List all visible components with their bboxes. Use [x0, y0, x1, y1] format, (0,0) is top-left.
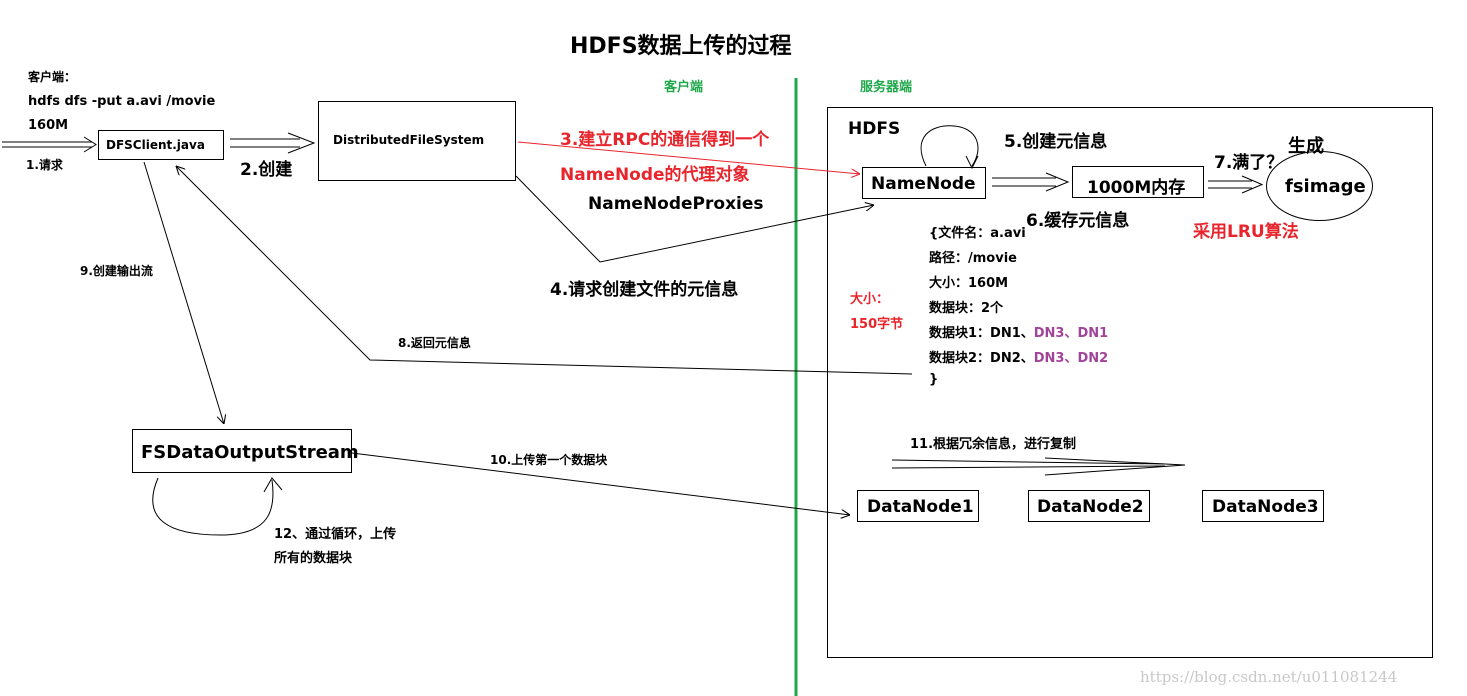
namenode-box: NameNode: [862, 167, 986, 199]
step11-label: 11.根据冗余信息，进行复制: [910, 437, 1077, 452]
meta-size: 大小：160M: [929, 276, 1009, 291]
arrow-step12-loop: [152, 477, 274, 536]
meta-block2: 数据块2：DN2、DN3、DN2: [929, 347, 1108, 366]
arrow-step2: [230, 132, 316, 154]
diagram-title: HDFS数据上传的过程: [570, 34, 792, 59]
arrow-step3-rpc: [517, 141, 860, 174]
size-note-line2: 150字节: [850, 317, 904, 332]
step3-label-line1: 3.建立RPC的通信得到一个: [560, 130, 770, 150]
step6-label: 6.缓存元信息: [1026, 211, 1130, 231]
dfsclient-label: DFSClient.java: [106, 138, 205, 152]
fsdataoutputstream-label: FSDataOutputStream: [141, 442, 359, 463]
arrow-step7: [1208, 175, 1264, 194]
size-note-line1: 大小：: [850, 292, 890, 307]
arrow-step11: [891, 457, 1186, 476]
meta-block2-replicas: DN3、DN2: [1033, 351, 1109, 366]
step9-label: 9.创建输出流: [80, 264, 153, 278]
memory-box: 1000M内存: [1072, 166, 1204, 198]
step2-label: 2.创建: [240, 160, 293, 180]
datanode1-label: DataNode1: [867, 497, 974, 517]
arrow-step9: [143, 161, 224, 424]
client-note-command: hdfs dfs -put a.avi /movie: [28, 94, 216, 109]
step10-label: 10.上传第一个数据块: [490, 453, 608, 467]
namenode-self-loop: [920, 125, 979, 167]
fsimage-label: fsimage: [1285, 176, 1366, 197]
client-note-line1: 客户端：: [28, 70, 77, 84]
meta-filename: {文件名：a.avi: [929, 226, 1026, 241]
step1-label: 1.请求: [26, 158, 63, 172]
distributed-file-system-box: DistributedFileSystem: [318, 101, 516, 181]
datanode2-box: DataNode2: [1028, 490, 1150, 522]
namenode-proxies-label: NameNodeProxies: [588, 194, 764, 214]
step12-label-line2: 所有的数据块: [274, 551, 353, 566]
datanode3-label: DataNode3: [1212, 497, 1319, 517]
datanode3-box: DataNode3: [1202, 490, 1324, 522]
arrow-step8-return: [176, 166, 913, 375]
generate-label: 生成: [1288, 136, 1324, 157]
step7-label: 7.满了？: [1214, 153, 1284, 173]
meta-block-count: 数据块：2个: [929, 301, 1004, 316]
client-section-label: 客户端: [664, 80, 704, 95]
datanode1-box: DataNode1: [857, 490, 979, 522]
server-section-label: 服务器端: [860, 80, 913, 95]
fsdataoutputstream-box: FSDataOutputStream: [132, 429, 359, 473]
hdfs-label: HDFS: [848, 119, 901, 139]
fsimage-ellipse: fsimage: [1266, 151, 1373, 221]
lru-label: 采用LRU算法: [1193, 222, 1299, 242]
step8-label: 8.返回元信息: [398, 336, 471, 350]
namenode-label: NameNode: [871, 174, 976, 194]
arrow-step1: [2, 136, 97, 153]
meta-block1-prefix: 数据块1：DN1、: [929, 326, 1034, 341]
meta-block1-replicas: DN3、DN1: [1033, 326, 1109, 341]
arrow-step10: [351, 452, 850, 515]
step3-label-line2: NameNode的代理对象: [560, 165, 750, 185]
meta-path: 路径：/movie: [929, 251, 1017, 266]
arrow-step5: [992, 172, 1070, 192]
client-note-size: 160M: [28, 118, 69, 133]
step4-label: 4.请求创建文件的元信息: [550, 280, 739, 300]
step5-label: 5.创建元信息: [1004, 132, 1108, 152]
watermark: https://blog.csdn.net/u011081244: [1140, 668, 1398, 686]
meta-block2-prefix: 数据块2：DN2、: [929, 351, 1034, 366]
meta-close-brace: }: [929, 372, 939, 387]
distributed-file-system-label: DistributedFileSystem: [333, 133, 485, 147]
dfsclient-box: DFSClient.java: [98, 130, 224, 160]
step12-label-line1: 12、通过循环，上传: [274, 527, 397, 542]
memory-label: 1000M内存: [1087, 178, 1186, 198]
datanode2-label: DataNode2: [1037, 497, 1144, 517]
arrow-step4-request: [515, 175, 874, 263]
meta-block1: 数据块1：DN1、DN3、DN1: [929, 322, 1108, 341]
